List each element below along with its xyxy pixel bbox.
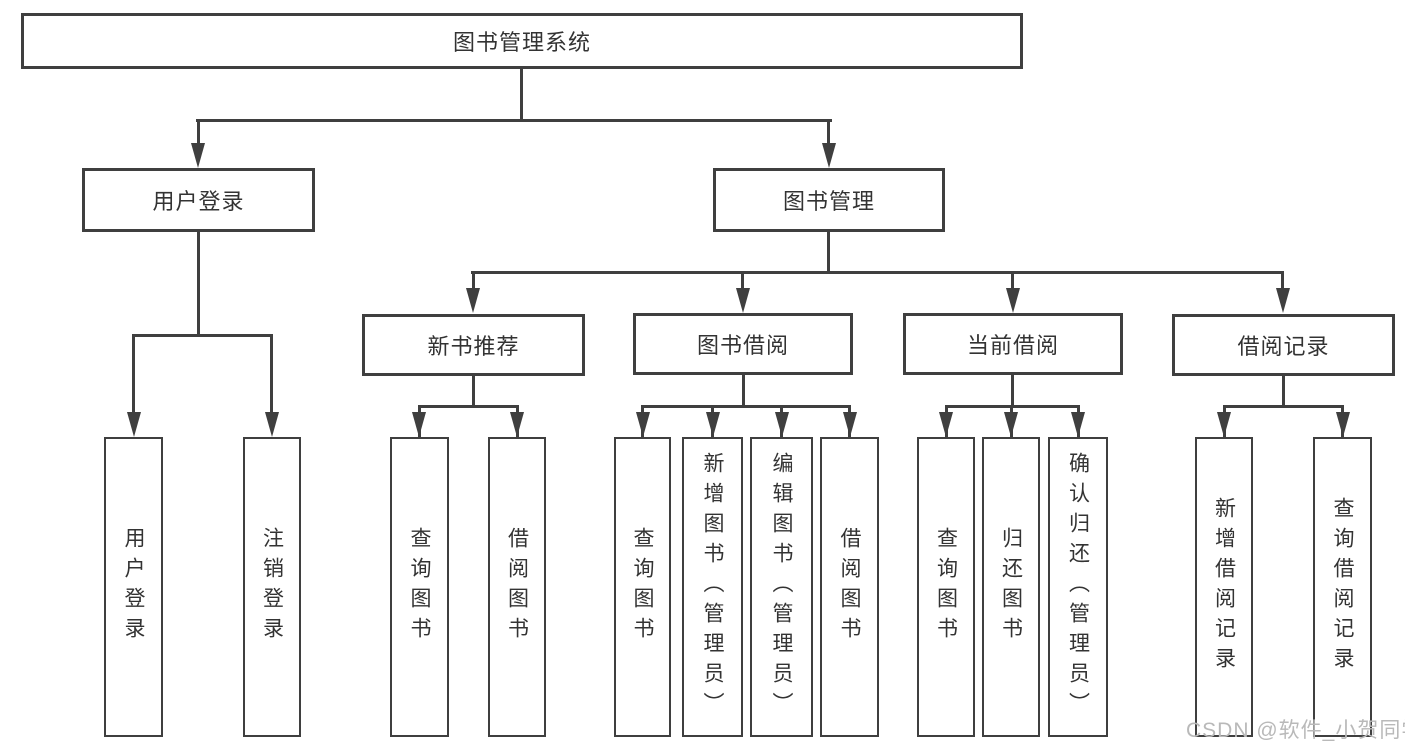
node-book-borrowing: 图书借阅 <box>633 313 853 375</box>
arrow-down-icon <box>265 412 279 437</box>
arrow-down-icon <box>466 288 480 313</box>
connector-vline <box>1011 271 1014 291</box>
arrow-down-icon <box>1276 288 1290 313</box>
leaf-logout: 注销登录 <box>243 437 301 737</box>
connector-hline <box>641 405 850 408</box>
node-borrowing-records: 借阅记录 <box>1172 314 1395 376</box>
arrow-down-icon <box>191 143 205 168</box>
arrow-down-icon <box>843 412 857 437</box>
leaf-label: 注销登录 <box>260 527 284 647</box>
connector-vline <box>270 334 273 414</box>
node-current-borrowing: 当前借阅 <box>903 313 1123 375</box>
leaf-borrowing-edit-books-admin: 编辑图书（管理员） <box>750 437 813 737</box>
node-library-management-system: 图书管理系统 <box>21 13 1023 69</box>
arrow-down-icon <box>1006 288 1020 313</box>
connector-vline <box>472 376 475 407</box>
leaf-label: 借阅图书 <box>838 527 861 647</box>
leaf-label: 查询图书 <box>408 527 431 647</box>
leaf-current-query-books: 查询图书 <box>917 437 975 737</box>
leaf-borrowing-borrow-books: 借阅图书 <box>820 437 879 737</box>
arrow-down-icon <box>1217 412 1231 437</box>
connector-vline <box>1282 376 1285 407</box>
leaf-recommend-borrow-books: 借阅图书 <box>488 437 546 737</box>
connector-vline <box>520 69 523 121</box>
connector-hline <box>1223 405 1344 408</box>
arrow-down-icon <box>775 412 789 437</box>
connector-hline <box>418 405 519 408</box>
connector-vline <box>741 271 744 291</box>
leaf-borrowing-query-books: 查询图书 <box>614 437 671 737</box>
connector-vline <box>197 232 200 337</box>
connector-vline <box>1281 271 1284 291</box>
connector-hline <box>132 334 273 337</box>
arrow-down-icon <box>1336 412 1350 437</box>
leaf-label: 借阅图书 <box>505 527 529 647</box>
node-user-login-module: 用户登录 <box>82 168 315 232</box>
csdn-watermark: CSDN @软件_小贺同学 <box>1186 719 1405 742</box>
arrow-down-icon <box>822 143 836 168</box>
arrow-down-icon <box>706 412 720 437</box>
connector-vline <box>1011 375 1014 407</box>
leaf-label: 查询图书 <box>631 527 654 647</box>
leaf-user-login: 用户登录 <box>104 437 163 737</box>
arrow-down-icon <box>1071 412 1085 437</box>
leaf-label: 归还图书 <box>999 527 1023 647</box>
leaf-records-add-borrow-record: 新增借阅记录 <box>1195 437 1253 737</box>
arrow-down-icon <box>127 412 141 437</box>
connector-hline <box>196 119 832 122</box>
leaf-borrowing-add-books-admin: 新增图书（管理员） <box>682 437 743 737</box>
connector-vline <box>827 232 830 274</box>
node-new-book-recommendation: 新书推荐 <box>362 314 585 376</box>
leaf-label: 新增图书（管理员） <box>701 452 724 722</box>
leaf-current-return-books: 归还图书 <box>982 437 1040 737</box>
leaf-records-query-borrow-record: 查询借阅记录 <box>1313 437 1372 737</box>
leaf-recommend-query-books: 查询图书 <box>390 437 449 737</box>
connector-hline <box>471 271 1284 274</box>
leaf-label: 确认归还（管理员） <box>1066 452 1090 722</box>
arrow-down-icon <box>1004 412 1018 437</box>
arrow-down-icon <box>636 412 650 437</box>
arrow-down-icon <box>412 412 426 437</box>
connector-vline <box>742 375 745 407</box>
arrow-down-icon <box>939 412 953 437</box>
node-book-management-module: 图书管理 <box>713 168 945 232</box>
connector-vline <box>132 334 135 414</box>
arrow-down-icon <box>736 288 750 313</box>
leaf-label: 用户登录 <box>122 527 145 647</box>
connector-vline <box>827 119 830 147</box>
leaf-label: 编辑图书（管理员） <box>770 452 793 722</box>
arrow-down-icon <box>510 412 524 437</box>
connector-vline <box>197 119 200 147</box>
leaf-label: 查询图书 <box>934 527 958 647</box>
connector-vline <box>472 271 475 291</box>
leaf-label: 查询借阅记录 <box>1331 497 1354 677</box>
leaf-label: 新增借阅记录 <box>1212 497 1236 677</box>
leaf-current-confirm-return-admin: 确认归还（管理员） <box>1048 437 1108 737</box>
